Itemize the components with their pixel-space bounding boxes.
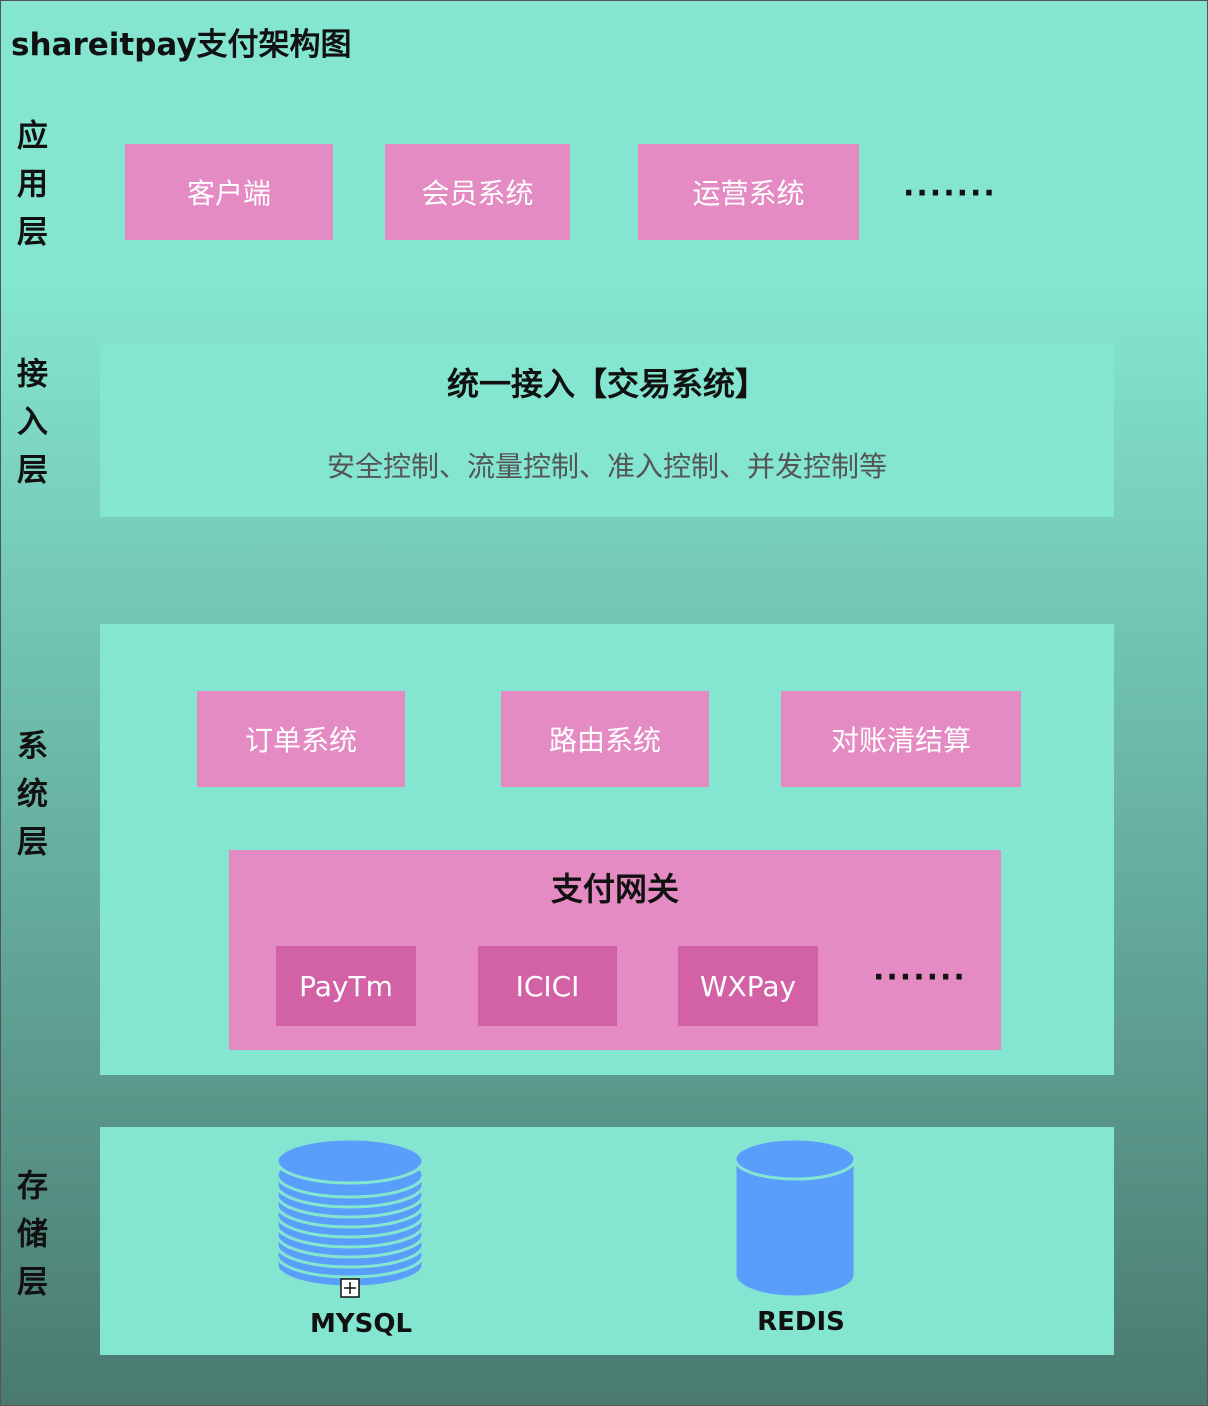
mysql-label: MYSQL — [309, 1309, 413, 1339]
app-item-member-system: 会员系统 — [385, 144, 570, 240]
layer-label-storage: 存储层 — [11, 1169, 47, 1313]
diagram-title: shareitpay支付架构图 — [11, 27, 352, 63]
gateway-channel-icici: ICICI — [478, 946, 617, 1026]
layer-label-access: 接入层 — [11, 357, 47, 501]
app-more-ellipsis: ······· — [903, 176, 997, 211]
app-item-operation-system: 运营系统 — [638, 144, 859, 240]
access-description: 安全控制、流量控制、准入控制、并发控制等 — [326, 450, 887, 483]
app-item-client: 客户端 — [125, 144, 333, 240]
expand-plus-icon[interactable] — [340, 1278, 360, 1298]
cylinder-database-icon — [733, 1137, 857, 1299]
system-item-routing: 路由系统 — [501, 691, 709, 787]
access-layer-panel — [100, 343, 1114, 517]
redis-label: REDIS — [757, 1307, 845, 1337]
layer-label-system: 系统层 — [11, 729, 47, 873]
system-item-reconciliation: 对账清结算 — [781, 691, 1021, 787]
payment-gateway-title: 支付网关 — [550, 870, 679, 908]
access-heading: 统一接入【交易系统】 — [446, 365, 767, 403]
gateway-channel-wxpay: WXPay — [678, 946, 818, 1026]
storage-layer-panel — [100, 1127, 1114, 1355]
gateway-channel-paytm: PayTm — [276, 946, 416, 1026]
gateway-more-ellipsis: ······· — [873, 960, 967, 995]
stacked-database-icon — [275, 1137, 425, 1289]
layer-label-app: 应用层 — [11, 119, 47, 263]
system-item-order: 订单系统 — [197, 691, 405, 787]
